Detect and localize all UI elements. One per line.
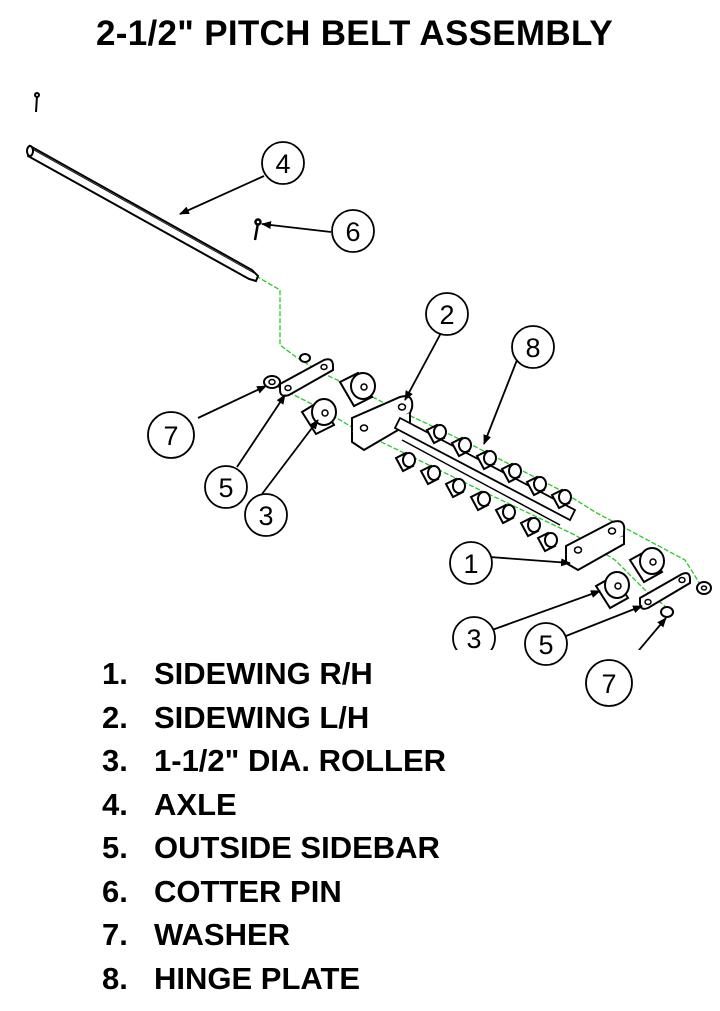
washer-right-part xyxy=(660,581,712,618)
callout-6: 6 xyxy=(331,209,375,253)
roller-left-lower-part xyxy=(300,398,337,436)
callout-4-label: 4 xyxy=(275,149,290,179)
pin-icon xyxy=(34,92,40,113)
part-number: 7. xyxy=(102,917,128,952)
part-number: 6. xyxy=(102,873,128,909)
washer-left-part xyxy=(263,375,281,389)
callout-7-right-label: 7 xyxy=(601,669,616,699)
callout-3-left-label: 3 xyxy=(258,501,273,531)
part-number: 8. xyxy=(102,960,128,996)
callout-1-label: 1 xyxy=(463,549,478,579)
part-number: 4. xyxy=(102,786,128,822)
part-name: AXLE xyxy=(154,786,237,822)
callout-8-label: 8 xyxy=(525,333,540,363)
roller-left-upper-part xyxy=(338,371,376,408)
part-name: COTTER PIN xyxy=(154,873,342,909)
page-title: 2-1/2" PITCH BELT ASSEMBLY xyxy=(96,14,614,53)
parts-list-item: 1. SIDEWING R/H xyxy=(102,652,446,696)
part-name: SIDEWING R/H xyxy=(154,656,373,691)
callout-8: 8 xyxy=(511,325,555,369)
part-number: 1. xyxy=(102,656,128,691)
roller-right-upper-part xyxy=(628,547,665,584)
callout-3-right: 3 xyxy=(452,616,496,650)
parts-list-item: 4. AXLE xyxy=(102,783,446,827)
parts-list-item: 7. WASHER xyxy=(102,913,446,957)
part-name: HINGE PLATE xyxy=(154,960,361,996)
part-number: 3. xyxy=(102,743,128,778)
part-name: WASHER xyxy=(154,917,291,952)
parts-list-item: 5. OUTSIDE SIDEBAR xyxy=(102,826,446,870)
sidewing-rh-part xyxy=(565,520,626,572)
parts-list-item: 3. 1-1/2" DIA. ROLLER xyxy=(102,739,446,783)
part-name: OUTSIDE SIDEBAR xyxy=(154,830,440,865)
callout-1: 1 xyxy=(449,541,493,585)
callout-5-left-label: 5 xyxy=(218,473,233,503)
callout-6-label: 6 xyxy=(345,217,360,247)
parts-list-item: 2. SIDEWING L/H xyxy=(102,696,446,740)
outside-sidebar-left-part xyxy=(279,353,334,397)
callout-2: 2 xyxy=(425,292,469,336)
callout-3-left: 3 xyxy=(244,493,288,537)
cotter-pin-part xyxy=(253,218,262,241)
callout-4: 4 xyxy=(261,141,305,185)
parts-list: 1. SIDEWING R/H 2. SIDEWING L/H 3. 1-1/2" D… xyxy=(102,652,446,1000)
part-name: SIDEWING L/H xyxy=(154,699,370,735)
callout-7-right: 7 xyxy=(585,659,633,707)
callout-3-right-label: 3 xyxy=(466,624,481,650)
part-name: 1-1/2" DIA. ROLLER xyxy=(154,743,447,778)
callout-7-left: 7 xyxy=(147,411,195,459)
hinge-rollers-upper xyxy=(425,423,572,510)
leader-lines xyxy=(179,175,667,650)
part-number: 2. xyxy=(102,699,128,735)
hinge-rollers-lower xyxy=(394,451,558,553)
callout-2-label: 2 xyxy=(439,300,454,330)
callout-7-left-label: 7 xyxy=(163,421,178,451)
exploded-assembly-diagram: 4 6 2 8 7 5 3 1 xyxy=(26,92,712,650)
roller-right-lower-part xyxy=(594,571,630,610)
parts-list-item: 8. HINGE PLATE xyxy=(102,957,446,1001)
parts-list-item: 6. COTTER PIN xyxy=(102,870,446,914)
axle-part xyxy=(26,144,260,283)
part-number: 5. xyxy=(102,830,128,865)
callout-5-left: 5 xyxy=(204,465,248,509)
